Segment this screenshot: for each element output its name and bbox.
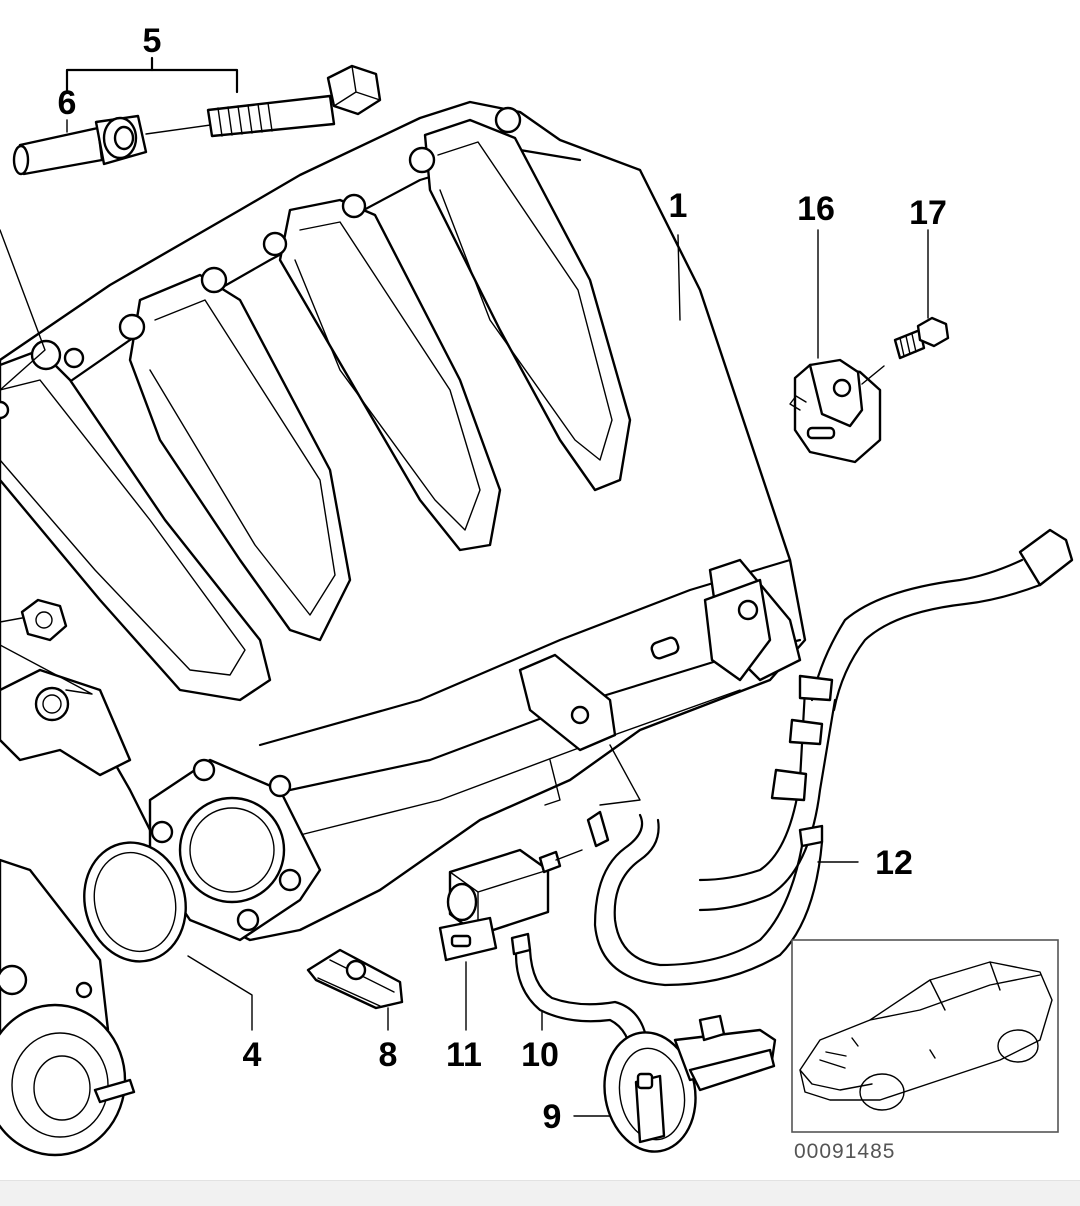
- callout-16: 16: [797, 190, 835, 228]
- vacuum-line-part-12: [586, 528, 1074, 987]
- throttle-body: [0, 858, 136, 1157]
- pressure-converter-part-11: [438, 848, 583, 1031]
- vehicle-inset: [791, 939, 1059, 1133]
- hex-bolt-part-5: [206, 64, 382, 138]
- hose-part-10: [510, 932, 650, 1062]
- callout-9: 9: [543, 1098, 562, 1136]
- screw-part-17: [893, 229, 950, 360]
- callout-12: 12: [875, 844, 913, 882]
- callout-6: 6: [58, 84, 77, 122]
- callout-8: 8: [379, 1036, 398, 1074]
- callout-11: 11: [446, 1036, 482, 1074]
- footer-strip: [0, 1180, 1080, 1206]
- diagram-reference-number: 00091485: [794, 1140, 895, 1163]
- vacuum-actuator-part-9: [573, 1014, 777, 1153]
- pressure-sensor-part-16: [789, 229, 885, 464]
- callout-5: 5: [143, 22, 162, 60]
- callout-17: 17: [909, 194, 947, 232]
- parts-diagram: 5 6 1 16 17 12 4 8 11 10 9 00091485: [0, 22, 1074, 1163]
- clip-nut-part-8: [306, 948, 404, 1031]
- callout-1: 1: [669, 187, 688, 225]
- callout-4: 4: [243, 1036, 262, 1074]
- gasket-ring-part-4: [83, 841, 253, 1031]
- callout-10: 10: [521, 1036, 559, 1074]
- bolt-group-bracket: [65, 56, 239, 133]
- stud-with-sleeve-part-6: [12, 114, 233, 176]
- intake-manifold-part-1: [0, 100, 807, 942]
